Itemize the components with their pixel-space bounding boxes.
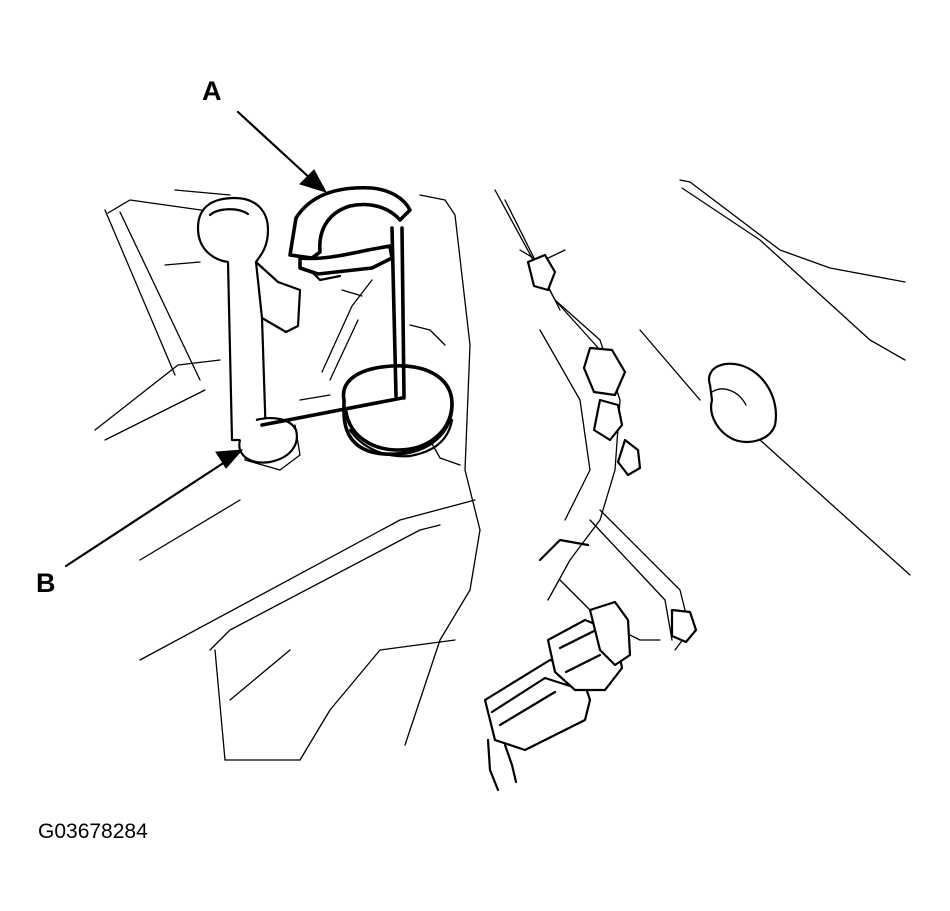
- callout-label-a: A: [202, 76, 222, 106]
- transmission-housing: [94, 189, 481, 761]
- sensor-connector: [483, 538, 632, 792]
- right-panel: [639, 179, 911, 576]
- gauge-rod: [260, 396, 404, 427]
- side-cover: [494, 189, 698, 651]
- figure-reference-code: G03678284: [38, 820, 148, 843]
- special-tool-hook: [288, 185, 412, 400]
- callout-label-b: B: [36, 568, 56, 598]
- callout-arrow-a: [236, 110, 328, 193]
- shift-lever: [196, 196, 302, 464]
- callout-arrow-b: [64, 449, 244, 568]
- selector-shaft-boss: [321, 279, 454, 458]
